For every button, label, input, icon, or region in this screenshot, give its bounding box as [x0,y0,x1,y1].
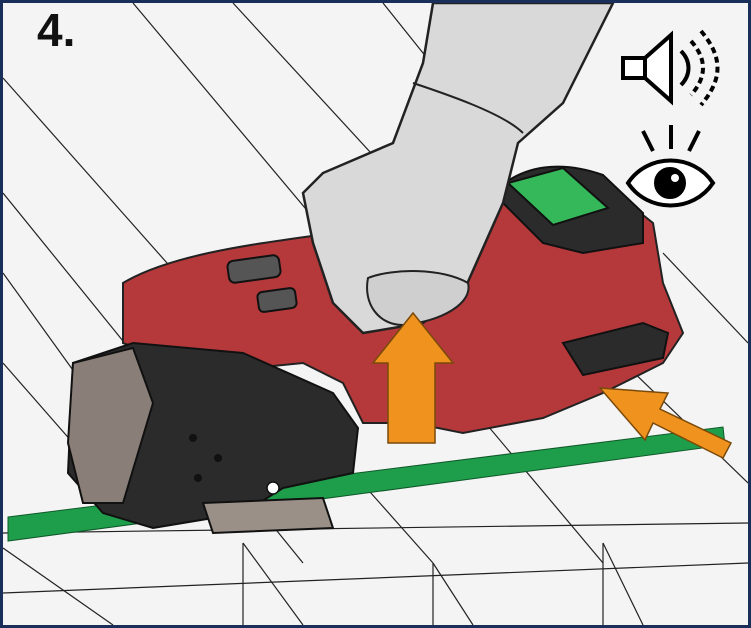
speaker-icon [621,29,720,107]
eye-icon [625,125,716,208]
step-number: 4. [37,4,76,56]
battery-indicator [506,166,610,227]
diagonal-arrow-icon [598,387,733,459]
gloved-hand [301,3,615,335]
strapping-scene [3,3,748,625]
up-arrow-icon [371,311,455,444]
